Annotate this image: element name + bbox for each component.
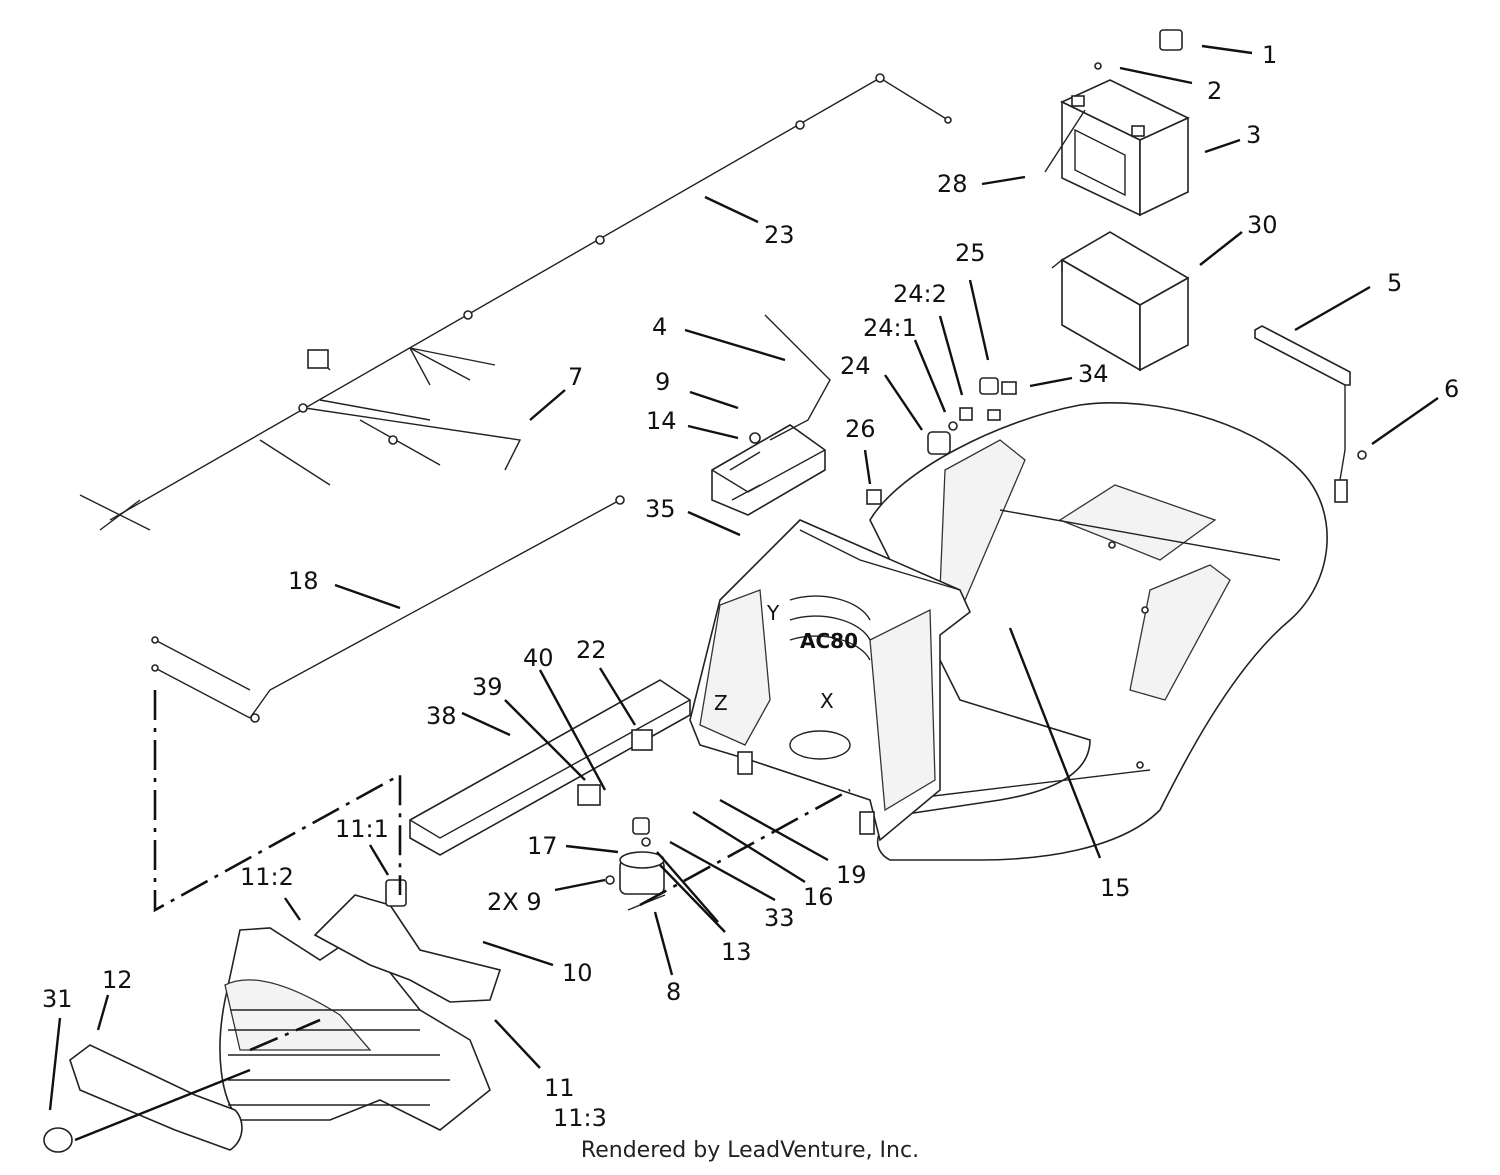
footer-text: Rendered by LeadVenture, Inc. <box>580 1138 920 1163</box>
label-22: 22 <box>576 636 607 664</box>
wire-harness <box>79 73 952 531</box>
mark-z: Z <box>714 691 728 715</box>
label-2x9: 2X 9 <box>487 888 542 916</box>
label-28: 28 <box>937 170 968 198</box>
cable-18 <box>151 495 625 723</box>
label-16: 16 <box>803 883 834 911</box>
label-25: 25 <box>955 239 986 267</box>
mark-y: Y <box>766 601 780 625</box>
label-30: 30 <box>1247 211 1278 239</box>
part-labels: 1 2 3 28 23 30 25 5 24:2 24:1 4 24 34 7 … <box>42 41 1459 1132</box>
label-9: 9 <box>655 368 670 396</box>
label-4: 4 <box>652 313 667 341</box>
solenoid <box>619 817 666 911</box>
label-3: 3 <box>1246 121 1261 149</box>
label-40: 40 <box>523 644 554 672</box>
label-17: 17 <box>527 832 558 860</box>
bolt-2 <box>1094 62 1102 70</box>
label-38: 38 <box>426 702 457 730</box>
grille-line <box>74 1068 251 1142</box>
callout-marks: Y AC80 Z X <box>714 601 858 715</box>
label-24-2: 24:2 <box>893 280 947 308</box>
cable-4 <box>764 314 831 441</box>
grille-dash <box>249 1018 321 1052</box>
label-26: 26 <box>845 415 876 443</box>
label-2: 2 <box>1207 77 1222 105</box>
bracket-14 <box>711 424 826 516</box>
boundary-dashed-2 <box>639 788 851 907</box>
label-13: 13 <box>721 938 752 966</box>
label-24: 24 <box>840 352 871 380</box>
label-23: 23 <box>764 221 795 249</box>
label-19: 19 <box>836 861 867 889</box>
label-18: 18 <box>288 567 319 595</box>
mark-x: X <box>820 689 834 713</box>
footer-credit: Rendered by LeadVenture, Inc. <box>0 1138 1500 1163</box>
battery-cap <box>1159 29 1183 51</box>
bolt-2x9 <box>605 875 615 885</box>
front-bracket <box>409 679 691 856</box>
label-6: 6 <box>1444 375 1459 403</box>
hood-bracket <box>313 879 502 1003</box>
leader-lines <box>48 44 1439 1111</box>
label-24-1: 24:1 <box>863 314 917 342</box>
hold-down-rod <box>1254 325 1367 503</box>
label-15: 15 <box>1100 874 1131 902</box>
grille <box>69 1044 243 1151</box>
ignition-switch <box>866 377 1017 505</box>
bolt-9 <box>749 432 761 444</box>
mark-overlap: AC80 <box>800 629 858 653</box>
emblem <box>43 1127 73 1153</box>
label-11: 11 <box>544 1074 575 1102</box>
boundary-dashed <box>153 690 402 913</box>
label-8: 8 <box>666 978 681 1006</box>
label-39: 39 <box>472 673 503 701</box>
label-34: 34 <box>1078 360 1109 388</box>
label-11-3: 11:3 <box>553 1104 607 1132</box>
battery-tray <box>1051 231 1190 372</box>
battery <box>1044 79 1190 217</box>
label-1: 1 <box>1262 41 1277 69</box>
label-35: 35 <box>645 495 676 523</box>
label-11-1: 11:1 <box>335 815 389 843</box>
label-12: 12 <box>102 966 133 994</box>
label-11-2: 11:2 <box>240 863 294 891</box>
hood <box>219 927 491 1131</box>
label-33: 33 <box>764 904 795 932</box>
label-31: 31 <box>42 985 73 1013</box>
fender-frame <box>869 402 1328 861</box>
label-5: 5 <box>1387 269 1402 297</box>
label-14: 14 <box>646 407 677 435</box>
label-10: 10 <box>562 959 593 987</box>
dash-console <box>689 519 971 842</box>
label-7: 7 <box>568 363 583 391</box>
